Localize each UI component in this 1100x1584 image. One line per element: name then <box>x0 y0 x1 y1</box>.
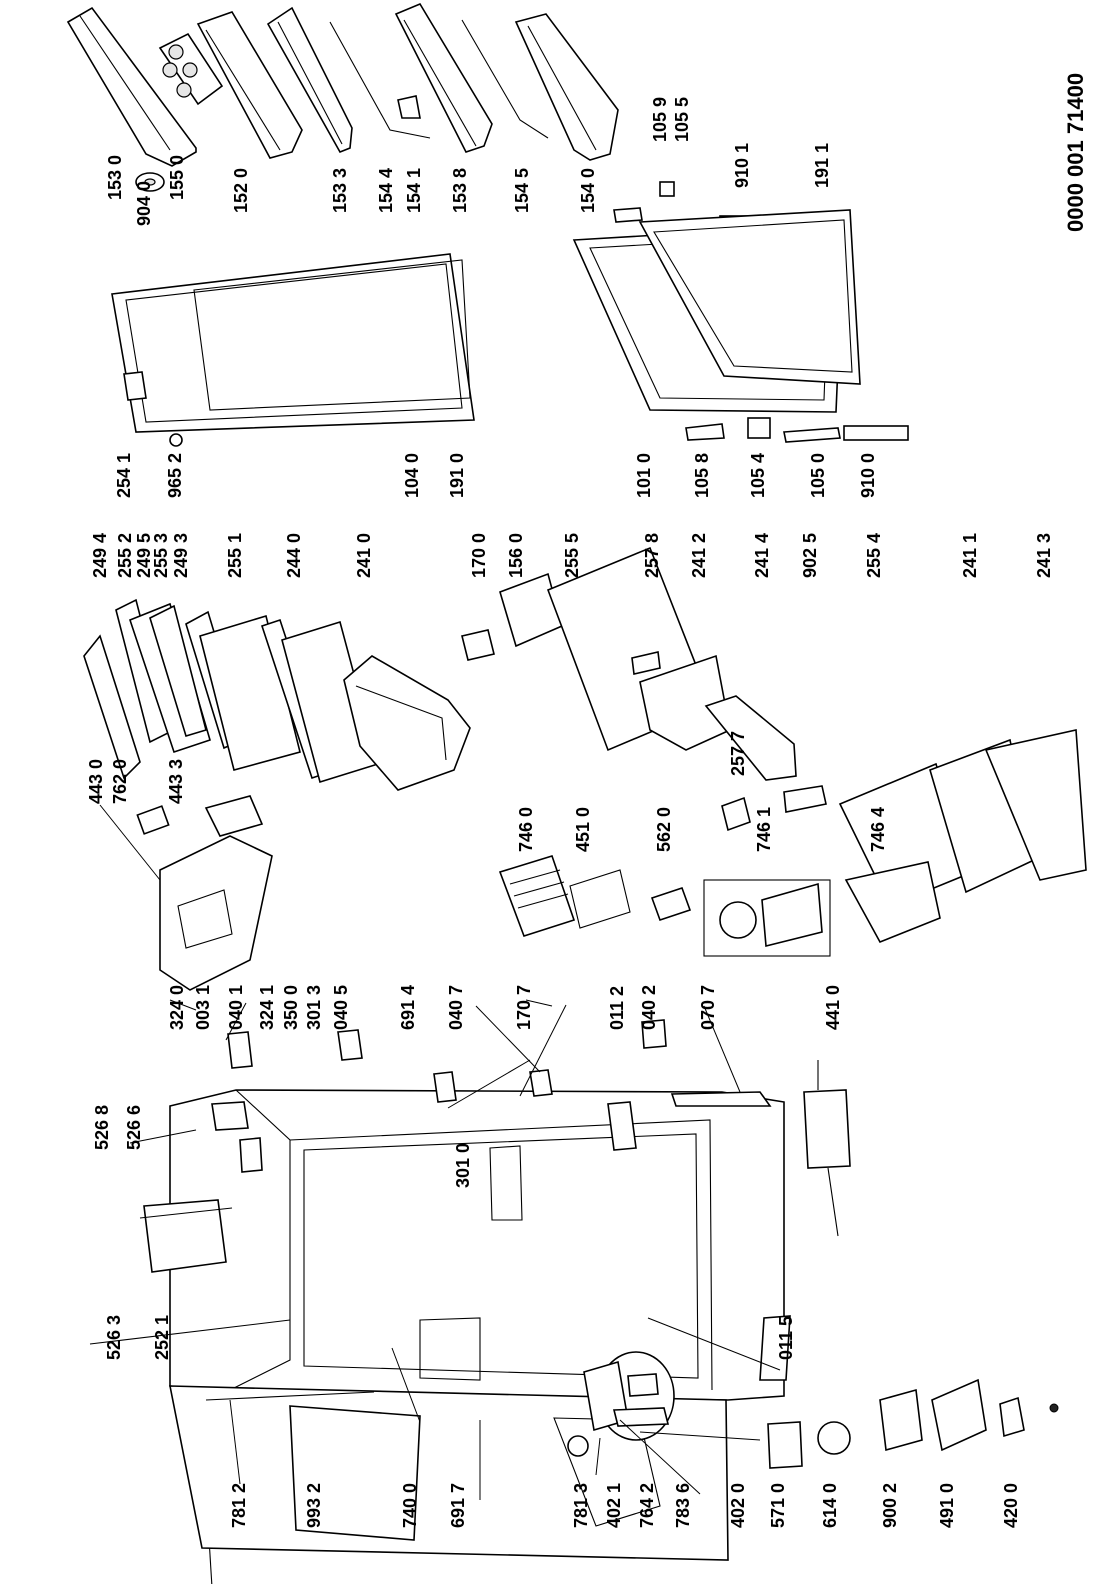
small-fittings <box>205 1019 667 1401</box>
part-number-3241: 324 1 <box>257 985 277 1030</box>
part-number-9002: 900 2 <box>880 1483 900 1528</box>
part-number-5263: 526 3 <box>104 1315 124 1360</box>
part-number-6917: 691 7 <box>448 1483 468 1528</box>
part-number-9101: 910 1 <box>732 143 752 188</box>
shelves-and-drawers <box>83 546 1087 908</box>
part-number-7813: 781 3 <box>571 1483 591 1528</box>
part-number-1538: 153 8 <box>450 168 470 213</box>
part-number-3240: 324 0 <box>167 985 187 1030</box>
part-number-7642: 764 2 <box>637 1483 657 1528</box>
part-number-2440: 244 0 <box>284 533 304 578</box>
part-number-1533: 153 3 <box>330 168 350 213</box>
part-number-1059: 105 9 <box>650 97 670 142</box>
part-number-2578: 257 8 <box>642 533 662 578</box>
part-number-9652: 965 2 <box>165 453 185 498</box>
part-number-6140: 614 0 <box>820 1483 840 1528</box>
part-number-1054: 105 4 <box>748 453 768 498</box>
part-number-7460: 746 0 <box>516 807 536 852</box>
part-number-1707: 170 7 <box>514 985 534 1030</box>
part-number-4200: 420 0 <box>1001 1483 1021 1528</box>
part-number-1055: 105 5 <box>672 97 692 142</box>
part-number-0407: 040 7 <box>446 985 466 1030</box>
part-number-7400: 740 0 <box>400 1483 420 1528</box>
part-number-1520: 152 0 <box>231 168 251 213</box>
part-number-4430: 443 0 <box>86 759 106 804</box>
part-number-3013: 301 3 <box>304 985 324 1030</box>
part-number-2411: 241 1 <box>960 533 980 578</box>
part-number-1010: 101 0 <box>634 453 654 498</box>
part-number-0031: 003 1 <box>193 985 213 1030</box>
part-number-6914: 691 4 <box>398 985 418 1030</box>
part-number-2554: 255 4 <box>864 533 884 578</box>
part-number-2552: 255 2 <box>115 533 135 578</box>
part-number-9040: 904 0 <box>134 181 154 226</box>
part-number-2410: 241 0 <box>354 533 374 578</box>
part-number-1560: 156 0 <box>506 533 526 578</box>
part-number-2493: 249 3 <box>171 533 191 578</box>
part-number-5266: 526 6 <box>124 1105 144 1150</box>
part-number-2551: 255 1 <box>225 533 245 578</box>
part-number-5268: 526 8 <box>92 1105 112 1150</box>
part-number-1910: 191 0 <box>447 453 467 498</box>
part-number-2412: 241 2 <box>689 533 709 578</box>
cabinet-body <box>143 1089 785 1584</box>
part-number-1550: 155 0 <box>167 155 187 200</box>
part-number-5620: 562 0 <box>654 807 674 852</box>
part-number-7620: 762 0 <box>110 759 130 804</box>
part-number-0115: 011 5 <box>776 1316 796 1360</box>
part-number-1545: 154 5 <box>512 168 532 213</box>
part-number-1530: 153 0 <box>105 155 125 200</box>
part-number-1700: 170 0 <box>469 533 489 578</box>
part-number-4410: 441 0 <box>823 985 843 1030</box>
part-number-4433: 443 3 <box>166 759 186 804</box>
part-number-9932: 993 2 <box>304 1483 324 1528</box>
part-number-7836: 783 6 <box>673 1483 693 1528</box>
part-number-1911: 191 1 <box>812 143 832 188</box>
part-number-0405: 040 5 <box>331 985 351 1030</box>
part-number-4510: 451 0 <box>573 807 593 852</box>
part-number-1040: 104 0 <box>402 453 422 498</box>
part-number-7464: 746 4 <box>868 807 888 852</box>
part-number-3010: 301 0 <box>453 1143 473 1188</box>
part-number-3500: 350 0 <box>281 985 301 1030</box>
document-number: 0000 001 71400 <box>1063 73 1088 232</box>
part-number-0401: 040 1 <box>226 985 246 1030</box>
part-number-1544: 154 4 <box>376 168 396 213</box>
part-number-9025: 902 5 <box>800 533 820 578</box>
part-number-2553: 255 3 <box>151 533 171 578</box>
part-number-2577: 257 7 <box>728 731 748 776</box>
leader-lines <box>89 804 781 1500</box>
part-number-0707: 070 7 <box>698 985 718 1030</box>
part-number-1540: 154 0 <box>578 168 598 213</box>
doors <box>111 209 909 447</box>
door-bins <box>66 2 779 231</box>
part-number-2495: 249 5 <box>134 533 154 578</box>
part-number-7812: 781 2 <box>229 1483 249 1528</box>
part-number-1050: 105 0 <box>808 453 828 498</box>
part-number-2414: 241 4 <box>752 533 772 578</box>
part-number-5710: 571 0 <box>768 1483 788 1528</box>
part-number-7461: 746 1 <box>754 807 774 852</box>
part-number-9100: 910 0 <box>858 453 878 498</box>
part-number-2541: 254 1 <box>114 453 134 498</box>
part-number-0402: 040 2 <box>639 985 659 1030</box>
part-number-2413: 241 3 <box>1034 533 1054 578</box>
part-number-2521: 252 1 <box>152 1315 172 1360</box>
part-number-1541: 154 1 <box>404 168 424 213</box>
part-number-1058: 105 8 <box>692 453 712 498</box>
part-number-0112: 011 2 <box>607 986 627 1030</box>
part-number-2555: 255 5 <box>562 533 582 578</box>
part-labels: 153 0 904 0 155 0 152 0 153 3 154 4 154 1 153 8… <box>86 97 1054 1528</box>
fan-and-evaporator <box>136 795 941 991</box>
part-number-4910: 491 0 <box>937 1483 957 1528</box>
part-number-4020: 402 0 <box>728 1483 748 1528</box>
part-number-4021: 402 1 <box>604 1483 624 1528</box>
part-number-2494: 249 4 <box>90 533 110 578</box>
